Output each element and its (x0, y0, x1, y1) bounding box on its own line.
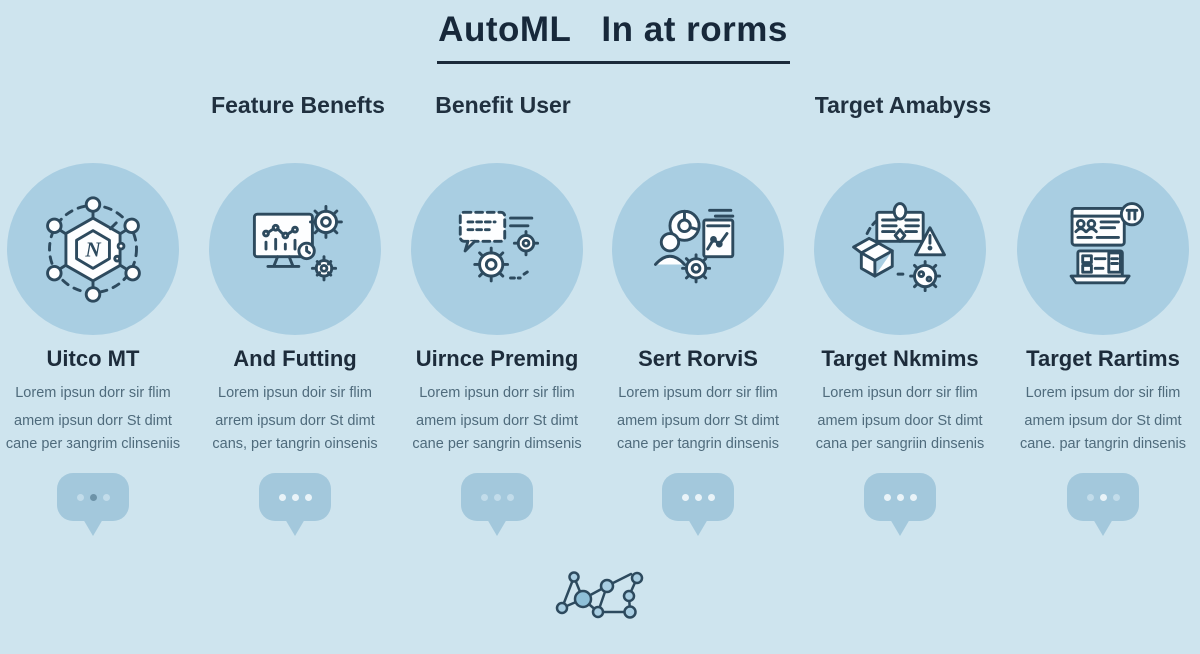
column-text-line: amem ipsum dorr St dimt (416, 413, 578, 429)
chat-gears-icon (458, 210, 540, 283)
column-text-line: Lorem ipsun dorr sir flim (419, 385, 575, 401)
column-5: Target Nkmims Lorem ipsun dorr sir flim … (798, 163, 1002, 536)
svg-text:N: N (84, 238, 101, 262)
box-warning-gear-icon (852, 202, 946, 293)
column-1: N Uitco MT Lorem ipsun dorr sir flim ame… (0, 163, 195, 536)
column-text-line: arrem ipsum dorr St dimt (215, 413, 375, 429)
column-text-line: cane. par tangrin dinsenis (1019, 436, 1187, 452)
typing-ellipsis-icon (259, 473, 331, 521)
typing-ellipsis-icon (1067, 473, 1139, 521)
network-graph-icon (555, 571, 644, 619)
column-6: Target Rartims Lorem ipsum dor sir flim … (1001, 163, 1200, 536)
icon-circle (1017, 163, 1189, 335)
bubble-tail (83, 519, 103, 536)
column-text-line: cans, per tangrin oinsenis (212, 436, 378, 452)
bubble-tail (890, 519, 910, 536)
speech-bubble (1001, 473, 1200, 536)
column-text-line: Lorem ipsun dorr sir flim (822, 385, 978, 401)
column-header-benefit: Benefit User (435, 92, 571, 118)
column-text-line: amem ipsum dor St dimt (1024, 413, 1182, 429)
bubble-tail (688, 519, 708, 536)
icon-circle (612, 163, 784, 335)
typing-ellipsis-icon (461, 473, 533, 521)
column-header-feature: Feature Benefts (211, 92, 385, 118)
monitor-gear-icon (252, 205, 343, 282)
typing-ellipsis-icon (662, 473, 734, 521)
column-text-line: Lorem ipsum dor sir flim (1025, 385, 1181, 401)
column-title: Uirnce Preming (415, 346, 579, 371)
column-3: Uirnce Preming Lorem ipsun dorr sir flim… (395, 163, 599, 536)
column-text-line: amem ipsun dorr St dimt (14, 413, 172, 429)
typing-ellipsis-icon (57, 473, 129, 521)
browser-laptop-icon (1069, 202, 1145, 285)
speech-bubble (395, 473, 599, 536)
column-title: Target Rartims (1026, 346, 1180, 371)
icon-circle (209, 163, 381, 335)
bubble-tail (487, 519, 507, 536)
title-underline (437, 61, 790, 64)
column-text-line: amem ipsum door St dimt (817, 413, 983, 429)
speech-bubble (798, 473, 1002, 536)
column-title: And Futting (233, 346, 357, 371)
network-nodes-icon: N (46, 196, 141, 303)
column-text-line: cane per зangrim clinseniis (5, 436, 181, 452)
column-text-line: amem ipsum dorr St dimt (617, 413, 779, 429)
icon-circle (411, 163, 583, 335)
column-text-line: cane per sangrin dimsenis (412, 436, 582, 452)
column-header-target: Target Amabyss (814, 92, 992, 118)
bubble-tail (285, 519, 305, 536)
column-2: And Futting Lorem ipsun doir sir flim ar… (193, 163, 397, 536)
column-4: Sert RorviS Lorem ipsum dorr sir flim am… (596, 163, 800, 536)
bubble-tail (1093, 519, 1113, 536)
icon-circle (814, 163, 986, 335)
typing-ellipsis-icon (864, 473, 936, 521)
speech-bubble (193, 473, 397, 536)
column-text-line: cane per tangrin dinsenis (616, 436, 780, 452)
column-text-line: Lorem ipsun doir sir flim (218, 385, 372, 401)
page-title: AutoML In at rorms (438, 10, 788, 49)
column-title: Uitco MT (46, 346, 140, 371)
speech-bubble (596, 473, 800, 536)
icon-circle: N (7, 163, 179, 335)
column-text-line: cana per sangriin dinsenis (815, 436, 985, 452)
column-title: Sert RorviS (638, 346, 758, 371)
person-analytics-icon (654, 208, 735, 284)
column-text-line: Lorem ipsum dorr sir flim (618, 385, 778, 401)
column-title: Target Nkmims (821, 346, 979, 371)
speech-bubble (0, 473, 195, 536)
column-text-line: Lorem ipsun dorr sir flim (15, 385, 171, 401)
